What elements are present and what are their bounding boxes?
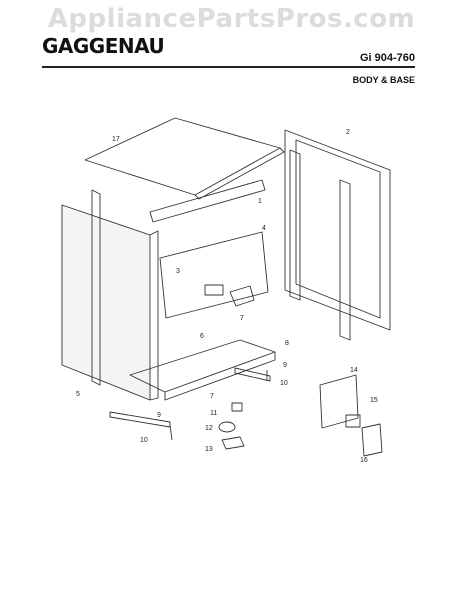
back-frame (284, 129, 391, 331)
section-title: BODY & BASE (352, 75, 415, 85)
callout-6: 6 (200, 333, 204, 340)
trim-strip (149, 179, 266, 223)
hinge-bracket (229, 285, 255, 307)
header-rule (42, 66, 415, 68)
callout-5: 5 (76, 391, 80, 398)
model-number: Gi 904-760 (359, 52, 415, 64)
callout-10b: 10 (140, 437, 148, 444)
callout-12: 12 (205, 425, 213, 432)
callout-7b: 7 (210, 393, 214, 400)
callout-4: 4 (262, 225, 266, 232)
callout-8: 8 (285, 340, 289, 347)
callout-14: 14 (350, 367, 358, 374)
callout-labels: 17 2 1 4 3 6 7 8 9 5 10 11 7 9 10 12 13 … (76, 129, 378, 464)
side-panel (61, 204, 151, 401)
callout-2: 2 (346, 129, 350, 136)
callout-13: 13 (205, 446, 213, 453)
part-12 (218, 421, 236, 433)
callout-11: 11 (210, 410, 217, 417)
base-pan (129, 339, 276, 393)
front-plate (159, 231, 269, 319)
callout-17: 17 (112, 136, 120, 143)
part-11 (231, 402, 243, 412)
callout-1: 1 (258, 198, 262, 205)
part-15 (345, 414, 361, 428)
rail-left (109, 411, 171, 428)
callout-9: 9 (283, 362, 287, 369)
rail-right (234, 367, 271, 382)
part-14 (319, 374, 359, 429)
part-16 (361, 423, 383, 457)
callout-9b: 9 (157, 412, 161, 419)
callout-7: 7 (240, 315, 244, 322)
part-13 (221, 436, 245, 450)
callout-3: 3 (176, 268, 180, 275)
callout-10: 10 (280, 380, 288, 387)
brand-logo: GAGGENAU (42, 34, 165, 58)
watermark: AppliancePartsPros.com (47, 4, 416, 34)
callout-16: 16 (360, 457, 368, 464)
callout-15: 15 (370, 397, 378, 404)
